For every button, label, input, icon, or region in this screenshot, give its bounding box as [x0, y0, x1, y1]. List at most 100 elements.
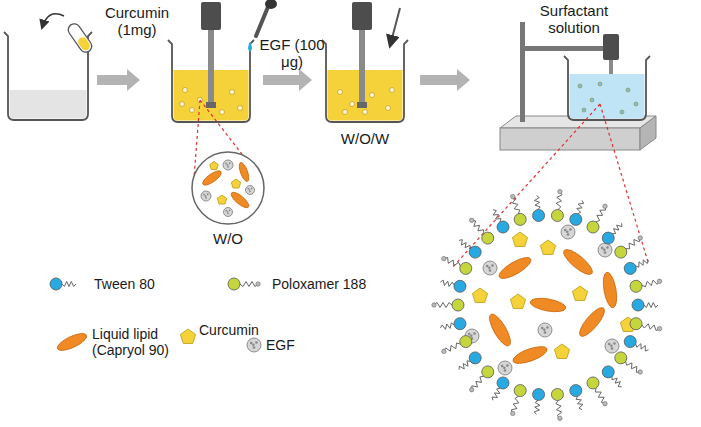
droplet: [620, 110, 624, 114]
liquid-lipid-icon: [201, 168, 224, 187]
poloxamer-icon: [511, 385, 527, 416]
poloxamer-icon: [551, 189, 563, 221]
egf-icon: [561, 225, 575, 239]
tween-icon: [570, 385, 583, 410]
egf-icon: [247, 338, 261, 352]
beaker: [564, 56, 650, 120]
step-label: EGF (100 μg): [256, 36, 328, 70]
tween-icon: [533, 389, 545, 415]
droplet: [363, 110, 368, 115]
droplet: [582, 108, 586, 112]
curcumin-icon: [540, 240, 555, 254]
liquid-lipid-icon: [601, 271, 619, 309]
curcumin-icon: [217, 195, 227, 204]
egf-icon: [598, 243, 612, 257]
poloxamer-icon: [228, 278, 260, 290]
curcumin-icon: [510, 294, 525, 308]
tween-icon: [533, 196, 545, 222]
tween-icon: [624, 336, 648, 351]
poloxamer-icon: [442, 336, 472, 354]
poloxamer-icon: [630, 318, 662, 331]
legend-label: Poloxamer 188: [272, 276, 382, 292]
homogenizer: [352, 2, 372, 108]
tween-icon: [459, 240, 481, 258]
liquid: [10, 90, 87, 119]
droplet: [390, 88, 395, 93]
egf-icon: [201, 191, 211, 201]
step-label: W/O/W: [322, 130, 408, 147]
tween-icon: [440, 318, 466, 330]
egf-icon: [498, 361, 512, 375]
poloxamer-icon: [630, 279, 662, 292]
feed-tube: [390, 8, 400, 46]
tween-icon: [602, 223, 622, 244]
poloxamer-icon: [442, 256, 472, 274]
curcumin-icon: [554, 344, 569, 358]
beaker-outline: [564, 56, 650, 120]
tween-icon: [624, 260, 648, 275]
poloxamer-icon: [511, 194, 527, 225]
egf-icon: [224, 208, 233, 217]
poloxamer-icon: [470, 218, 494, 244]
pour-arrow: [42, 14, 64, 28]
curcumin-icon: [180, 329, 195, 343]
liquid-lipid-icon: [496, 254, 533, 282]
tween-icon: [440, 280, 466, 292]
curcumin-icon: [512, 232, 527, 246]
liquid-lipid-icon: [55, 330, 89, 353]
test-tube: [66, 21, 94, 54]
legend-label: Tween 80: [94, 276, 184, 292]
poloxamer-icon: [551, 389, 563, 421]
poloxamer-icon: [432, 299, 464, 311]
poloxamer-icon: [615, 236, 643, 258]
step-label: Surfactant solution: [532, 2, 616, 36]
process-arrow: [97, 69, 140, 91]
liquid: [570, 74, 645, 119]
drawing: [4, 0, 662, 421]
liquid-lipid-icon: [529, 296, 567, 314]
droplet: [183, 88, 188, 93]
liquid-lipid-icon: [576, 304, 608, 339]
curcumin-icon: [231, 179, 241, 188]
process-arrow: [263, 69, 312, 91]
droplet: [626, 88, 630, 92]
droplet: [230, 90, 235, 95]
tween-icon: [602, 366, 621, 387]
egf-icon: [246, 186, 255, 195]
w-o-zoom: [192, 152, 264, 224]
tween-icon: [632, 299, 658, 311]
droplet: [338, 90, 343, 95]
legend-label: Liquid lipid (Capryol 90): [92, 326, 178, 358]
droplet: [343, 110, 348, 115]
droplet: [238, 106, 243, 111]
liquid-lipid-icon: [560, 246, 595, 278]
tween-icon: [493, 210, 509, 233]
egf-icon: [483, 261, 497, 275]
droplet: [590, 98, 594, 102]
droplet: [350, 102, 355, 107]
tween-icon: [492, 377, 509, 400]
poloxamer-icon: [587, 377, 607, 406]
tween-icon: [459, 352, 481, 370]
tween-icon: [570, 200, 584, 225]
step-label: W/O: [198, 230, 258, 247]
curcumin-icon: [572, 286, 587, 300]
droplet: [180, 102, 185, 107]
zoom-line: [452, 104, 648, 268]
egf-icon: [223, 160, 233, 170]
liquid-lipid-icon: [486, 311, 514, 348]
poloxamer-icon: [615, 352, 643, 374]
egf-icon: [605, 339, 619, 353]
droplet: [220, 110, 225, 115]
droplet: [598, 82, 602, 86]
stirrer: [500, 22, 656, 150]
liquid-lipid-icon: [237, 161, 250, 182]
curcumin-icon: [472, 288, 487, 302]
poloxamer-icon: [470, 366, 494, 392]
curcumin-icon: [210, 162, 219, 170]
homogenizer: [201, 2, 221, 108]
poloxamer-icon: [587, 204, 607, 233]
legend-label: EGF: [266, 337, 316, 353]
legend-label: Curcumin: [199, 322, 279, 338]
